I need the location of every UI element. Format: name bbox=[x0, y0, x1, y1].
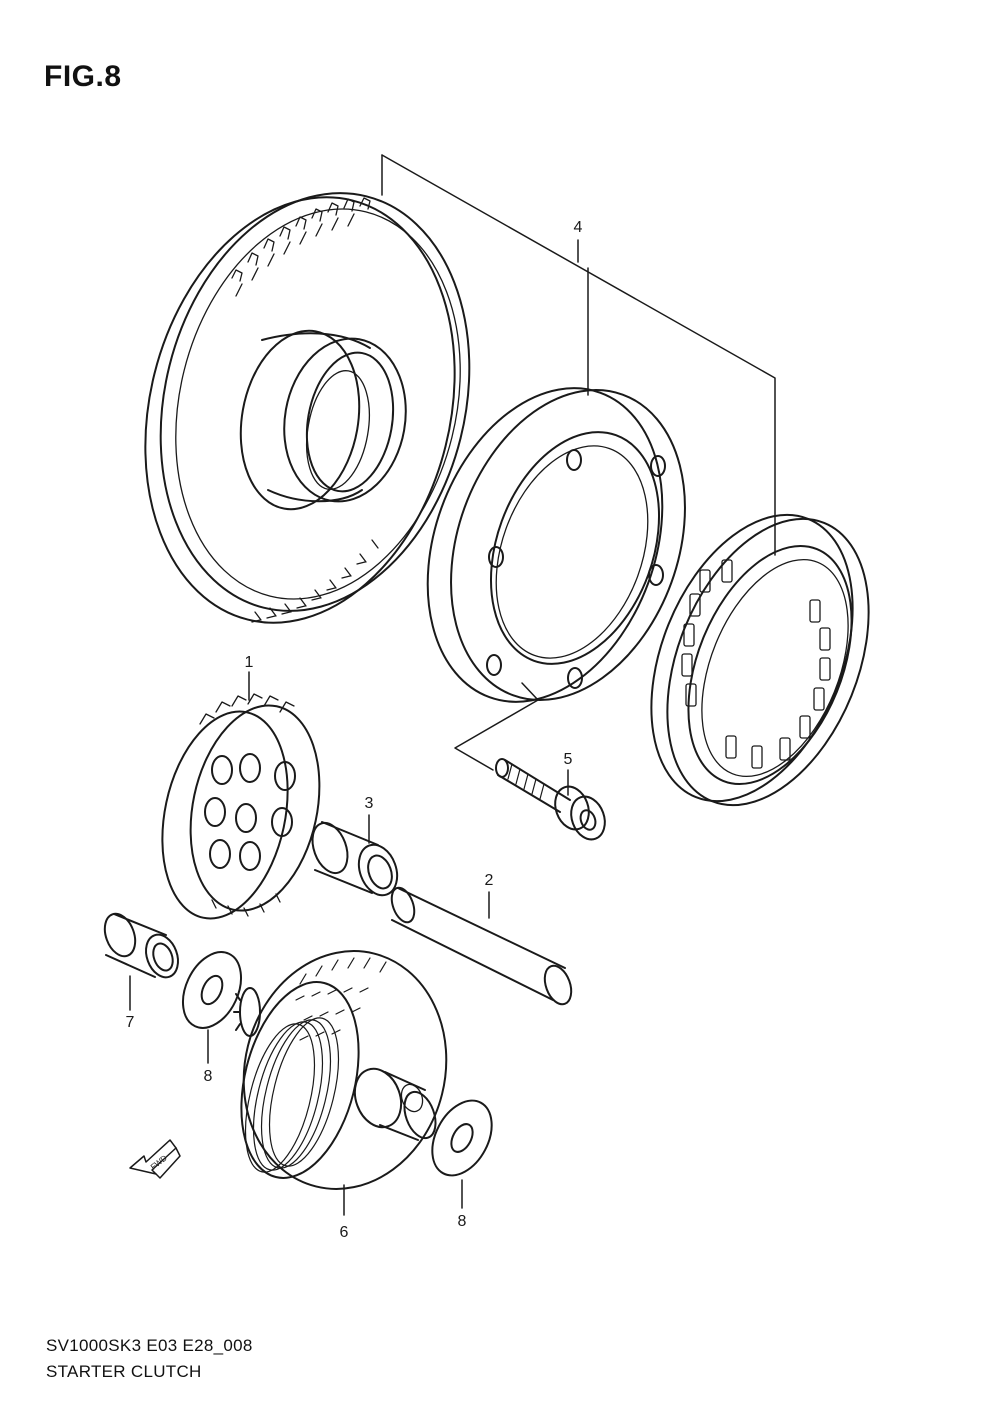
callout-part-8-lower: 8 bbox=[458, 1213, 467, 1230]
diagram-name: STARTER CLUTCH bbox=[46, 1362, 202, 1381]
callout-part-8-upper: 8 bbox=[204, 1068, 213, 1085]
idle-gear-bush bbox=[311, 814, 399, 897]
clutch-bolt bbox=[454, 682, 606, 841]
callout-part-7: 7 bbox=[126, 1014, 135, 1031]
callout-part-2: 2 bbox=[485, 872, 494, 889]
one-way-clutch-sprag bbox=[650, 513, 870, 807]
starter-gear-bush bbox=[103, 912, 179, 1011]
thrust-washer-lower bbox=[431, 1099, 493, 1209]
callout-part-6: 6 bbox=[340, 1224, 349, 1241]
clutch-housing-ring bbox=[426, 387, 686, 703]
fwd-arrow-icon: FWD bbox=[129, 1139, 181, 1179]
leader-lines-part-4 bbox=[381, 154, 776, 556]
starter-clutch-gear bbox=[233, 950, 448, 1216]
callout-part-4: 4 bbox=[574, 219, 583, 236]
callout-part-3: 3 bbox=[365, 795, 374, 812]
starter-idle-gear bbox=[161, 671, 321, 920]
diagram-code: SV1000SK3 E03 E28_008 bbox=[46, 1336, 253, 1355]
thrust-washer-upper bbox=[181, 951, 243, 1064]
figure-title: FIG.8 bbox=[44, 60, 122, 93]
callout-part-5: 5 bbox=[564, 751, 573, 768]
idle-gear-shaft bbox=[390, 886, 573, 1006]
callout-part-1: 1 bbox=[245, 654, 254, 671]
starter-driven-gear bbox=[144, 192, 471, 624]
